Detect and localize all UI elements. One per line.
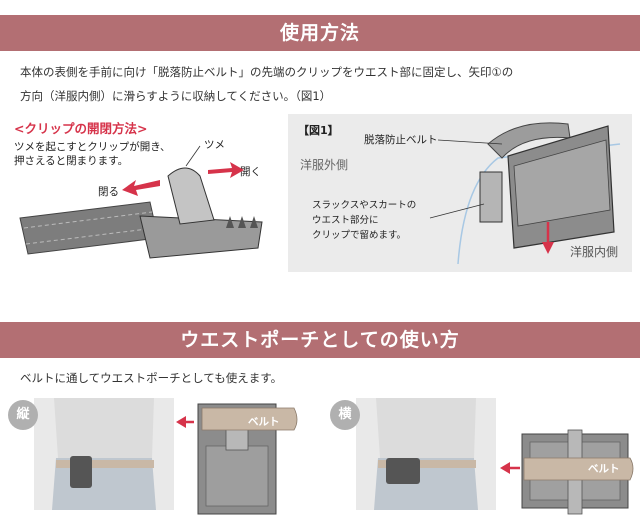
label-close: 閉る: [98, 186, 119, 198]
belt-label-vertical: ベルト: [248, 416, 280, 428]
label-open: 開く: [240, 166, 261, 178]
label-outer-side: 洋服外側: [300, 158, 349, 172]
photo-horizontal-wear: [356, 398, 496, 510]
label-tsume: ツメ: [204, 139, 225, 151]
note-line-2: ウエスト部分に: [312, 215, 379, 226]
photo-vertical-wear: [34, 398, 174, 510]
label-inner-side: 洋服内側: [569, 245, 618, 259]
figure-1-panel: 【図1】 脱落防止ベルト 洋服外側 スラックスやスカートの ウエスト部分に クリ…: [288, 114, 632, 272]
open-arrow-icon: [208, 162, 244, 178]
pouch-horizontal-diagram: [500, 429, 634, 515]
clip-heading: <クリップの開閉方法>: [14, 121, 148, 136]
down-arrow-icon: [542, 242, 554, 254]
instruction-line-2: 方向（洋服内側）に滑らすように収納してください。（図1）: [20, 89, 332, 103]
left-arrow-icon-2: [500, 462, 510, 474]
note-line-3: クリップで留めます。: [312, 230, 407, 241]
section-title-waist-pouch: ウエストポーチとしての使い方: [0, 322, 640, 358]
badge-vertical: 縦: [8, 400, 38, 430]
clip-desc-line-1: ツメを起こすとクリップが開き、: [14, 141, 171, 153]
figure-1-title: 【図1】: [298, 124, 339, 137]
section-title-usage: 使用方法: [0, 15, 640, 51]
left-arrow-icon: [176, 416, 186, 428]
belt-label-horizontal: ベルト: [588, 463, 620, 475]
person-vertical-illustration: [34, 398, 174, 510]
clip-description: ツメを起こすとクリップが開き、 押さえると閉まります。: [14, 140, 204, 168]
person-horizontal-illustration: [356, 398, 496, 510]
waist-pouch-instruction: ベルトに通してウエストポーチとしても使えます。: [20, 371, 283, 385]
figure-1-note: スラックスやスカートの ウエスト部分に クリップで留めます。: [312, 198, 416, 243]
clip-illustration: [19, 145, 263, 259]
pouch-vertical-diagram: [176, 403, 298, 515]
note-line-1: スラックスやスカートの: [312, 200, 417, 211]
clip-desc-line-2: 押さえると閉まります。: [14, 155, 129, 167]
close-arrow-icon: [122, 180, 160, 196]
badge-horizontal: 横: [330, 400, 360, 430]
figure-1-illustration: [429, 122, 621, 265]
usage-instructions: 本体の表側を手前に向け「脱落防止ベルト」の先端のクリップをウエスト部に固定し、矢…: [20, 60, 630, 108]
label-fall-prevention-belt: 脱落防止ベルト: [364, 134, 438, 146]
instruction-line-1: 本体の表側を手前に向け「脱落防止ベルト」の先端のクリップをウエスト部に固定し、矢…: [20, 65, 514, 79]
